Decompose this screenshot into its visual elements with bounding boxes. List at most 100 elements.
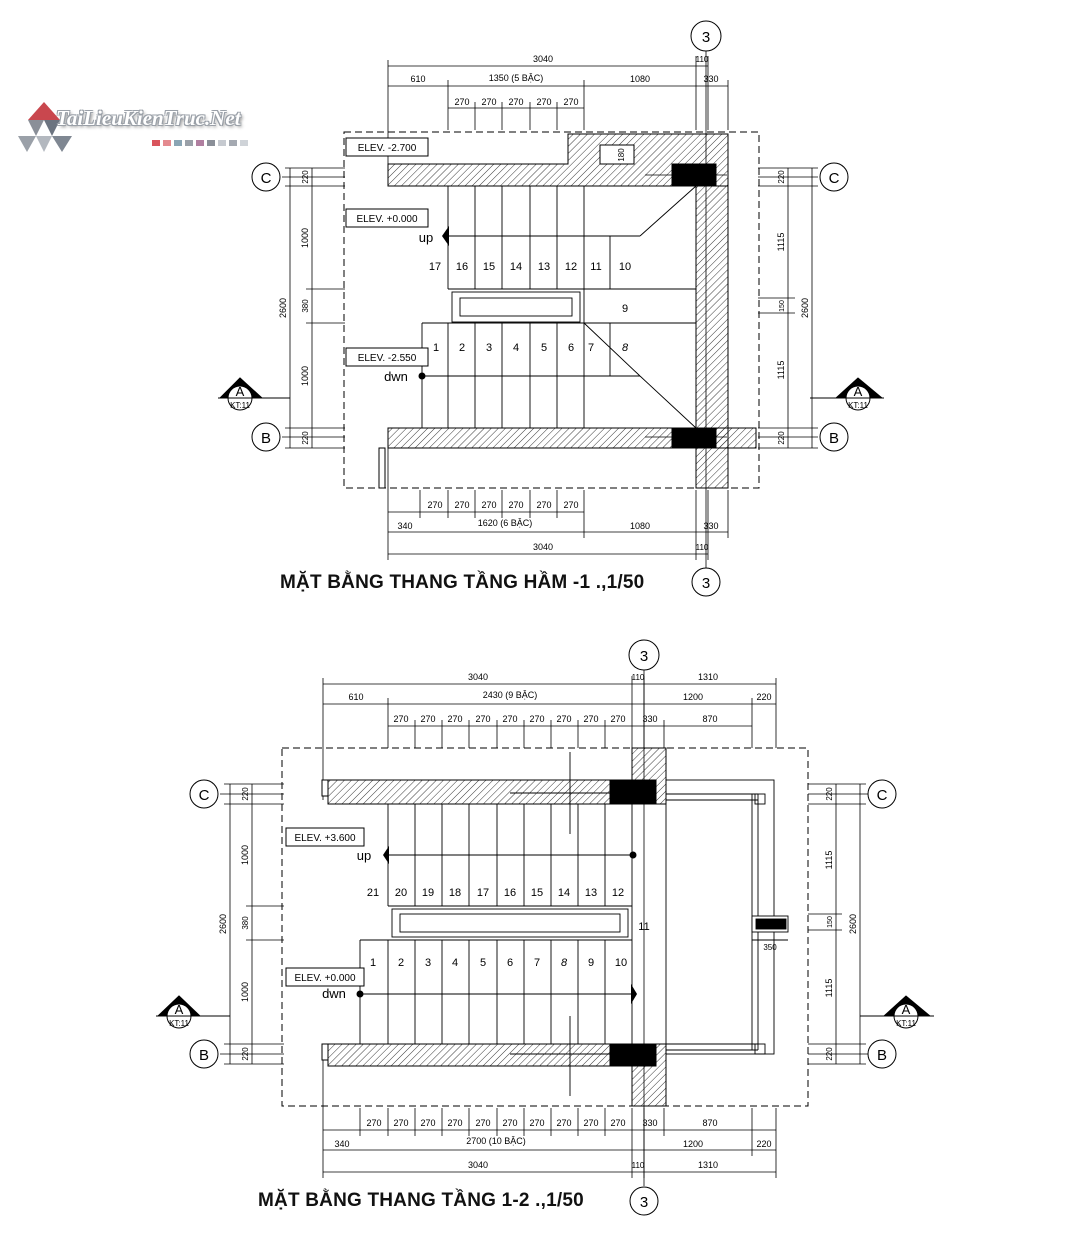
step-number: 18 bbox=[449, 887, 461, 899]
door-block bbox=[755, 918, 787, 930]
dim-2430: 2430 (9 BẬC) bbox=[483, 690, 538, 700]
dim-340: 340 bbox=[397, 521, 412, 531]
dim-total-top: 3040 bbox=[468, 672, 488, 682]
step-number: 16 bbox=[456, 261, 468, 273]
section-marker-left bbox=[218, 377, 290, 411]
dim-330-top: 330 bbox=[703, 74, 718, 84]
dim-330-top: 330 bbox=[642, 714, 657, 724]
grid-label-b: B bbox=[199, 1047, 209, 1064]
dim-1310-bottom: 1310 bbox=[698, 1160, 718, 1170]
grid-bubble-3-title bbox=[691, 567, 721, 597]
dim-340: 340 bbox=[334, 1139, 349, 1149]
dim-110-bottom: 110 bbox=[632, 1161, 645, 1170]
dim-tread: 270 bbox=[475, 1118, 490, 1128]
grid-label-b: B bbox=[261, 430, 271, 447]
dwn-dot-icon bbox=[418, 372, 426, 380]
grid-lines bbox=[282, 50, 818, 568]
dim-1115: 1115 bbox=[824, 979, 834, 998]
section-letter: A bbox=[902, 1002, 911, 1017]
dim-total-top: 3040 bbox=[533, 54, 553, 64]
dim-220-top: 220 bbox=[756, 692, 771, 702]
dim-610: 610 bbox=[410, 74, 425, 84]
step-number: 2 bbox=[459, 342, 465, 354]
dim-total-bottom: 3040 bbox=[468, 1160, 488, 1170]
dim-tread: 270 bbox=[556, 714, 571, 724]
walls-hatched bbox=[378, 133, 757, 489]
door-jamb bbox=[378, 447, 386, 489]
step-number: 12 bbox=[612, 887, 624, 899]
grid-label-b: B bbox=[829, 430, 839, 447]
section-sheet: KT:11 bbox=[896, 1019, 916, 1028]
grid-bubble-c-right bbox=[867, 779, 897, 809]
dim-tread: 270 bbox=[536, 97, 551, 107]
step-number: 4 bbox=[452, 957, 458, 969]
dim-220: 220 bbox=[241, 1047, 250, 1061]
dim-330-bottom: 330 bbox=[642, 1118, 657, 1128]
dim-870-bottom: 870 bbox=[702, 1118, 717, 1128]
left-dimensions bbox=[285, 167, 345, 449]
grid-label-c: C bbox=[261, 170, 272, 187]
step-number: 4 bbox=[513, 342, 519, 354]
section-marker-left bbox=[156, 995, 230, 1029]
dim-tread: 270 bbox=[508, 500, 523, 510]
grid-bubble-b-left bbox=[189, 1039, 219, 1069]
up-dot-icon bbox=[629, 851, 637, 859]
step-number: 21 bbox=[367, 887, 379, 899]
grid-label-c: C bbox=[199, 787, 210, 804]
dim-tread: 270 bbox=[583, 1118, 598, 1128]
dwn-label: dwn bbox=[384, 369, 408, 384]
dim-tread: 270 bbox=[420, 714, 435, 724]
dim-380: 380 bbox=[241, 916, 250, 930]
section-marker-right bbox=[810, 377, 884, 411]
stair-flight-upper bbox=[387, 752, 633, 1044]
landing-frame bbox=[665, 779, 789, 1055]
elevation-label: ELEV. +3.600 bbox=[294, 833, 356, 844]
step-number: 15 bbox=[531, 887, 543, 899]
dim-1000: 1000 bbox=[240, 845, 250, 865]
elevation-label: ELEV. +0.000 bbox=[356, 214, 418, 225]
step-number: 7 bbox=[588, 342, 594, 354]
plan-floor-1-2-text: 3040 1310 110 610 2430 (9 BẬC) 1200 220 … bbox=[169, 648, 916, 1211]
step-number: 2 bbox=[398, 957, 404, 969]
dim-tread: 270 bbox=[536, 500, 551, 510]
dim-350: 350 bbox=[763, 943, 777, 952]
grid-bubble-c-left bbox=[189, 779, 219, 809]
section-sheet: KT:11 bbox=[848, 401, 868, 410]
step-number: 3 bbox=[486, 342, 492, 354]
dim-1200-top: 1200 bbox=[683, 692, 703, 702]
grid-bubble-b-left bbox=[251, 422, 281, 452]
wall-opening bbox=[599, 144, 635, 165]
grid-bubble-c-right bbox=[819, 162, 849, 192]
dim-220: 220 bbox=[777, 170, 786, 184]
step-number: 19 bbox=[422, 887, 434, 899]
step-number: 8 bbox=[561, 957, 568, 969]
step-number: 17 bbox=[429, 261, 441, 273]
step-number: 5 bbox=[541, 342, 547, 354]
step-number: 17 bbox=[477, 887, 489, 899]
dim-1200-bottom: 1200 bbox=[683, 1139, 703, 1149]
dim-2600-left: 2600 bbox=[278, 298, 288, 318]
dim-610: 610 bbox=[348, 692, 363, 702]
left-dimensions bbox=[224, 783, 284, 1065]
dim-tread: 270 bbox=[508, 97, 523, 107]
walls-hatched bbox=[321, 747, 667, 1107]
dim-380: 380 bbox=[301, 299, 310, 313]
dim-tread: 270 bbox=[502, 714, 517, 724]
dim-1115: 1115 bbox=[776, 361, 786, 380]
dim-330-bottom: 330 bbox=[703, 521, 718, 531]
plan-basement bbox=[218, 20, 884, 597]
stair-flight-upper bbox=[447, 185, 697, 290]
dim-150: 150 bbox=[827, 916, 834, 928]
dim-220: 220 bbox=[301, 170, 310, 184]
right-dimensions bbox=[808, 783, 866, 1065]
grid-bubble-c-left bbox=[251, 162, 281, 192]
grid-label-c: C bbox=[829, 170, 840, 187]
elevation-label: ELEV. +0.000 bbox=[294, 973, 356, 984]
dim-tread: 270 bbox=[447, 714, 462, 724]
dim-tread: 270 bbox=[610, 1118, 625, 1128]
dim-1620: 1620 (6 BẬC) bbox=[478, 518, 533, 528]
grid-bubble-3-top bbox=[628, 639, 660, 671]
bottom-dimensions bbox=[387, 440, 729, 560]
stair-flight-lower bbox=[359, 939, 632, 1096]
